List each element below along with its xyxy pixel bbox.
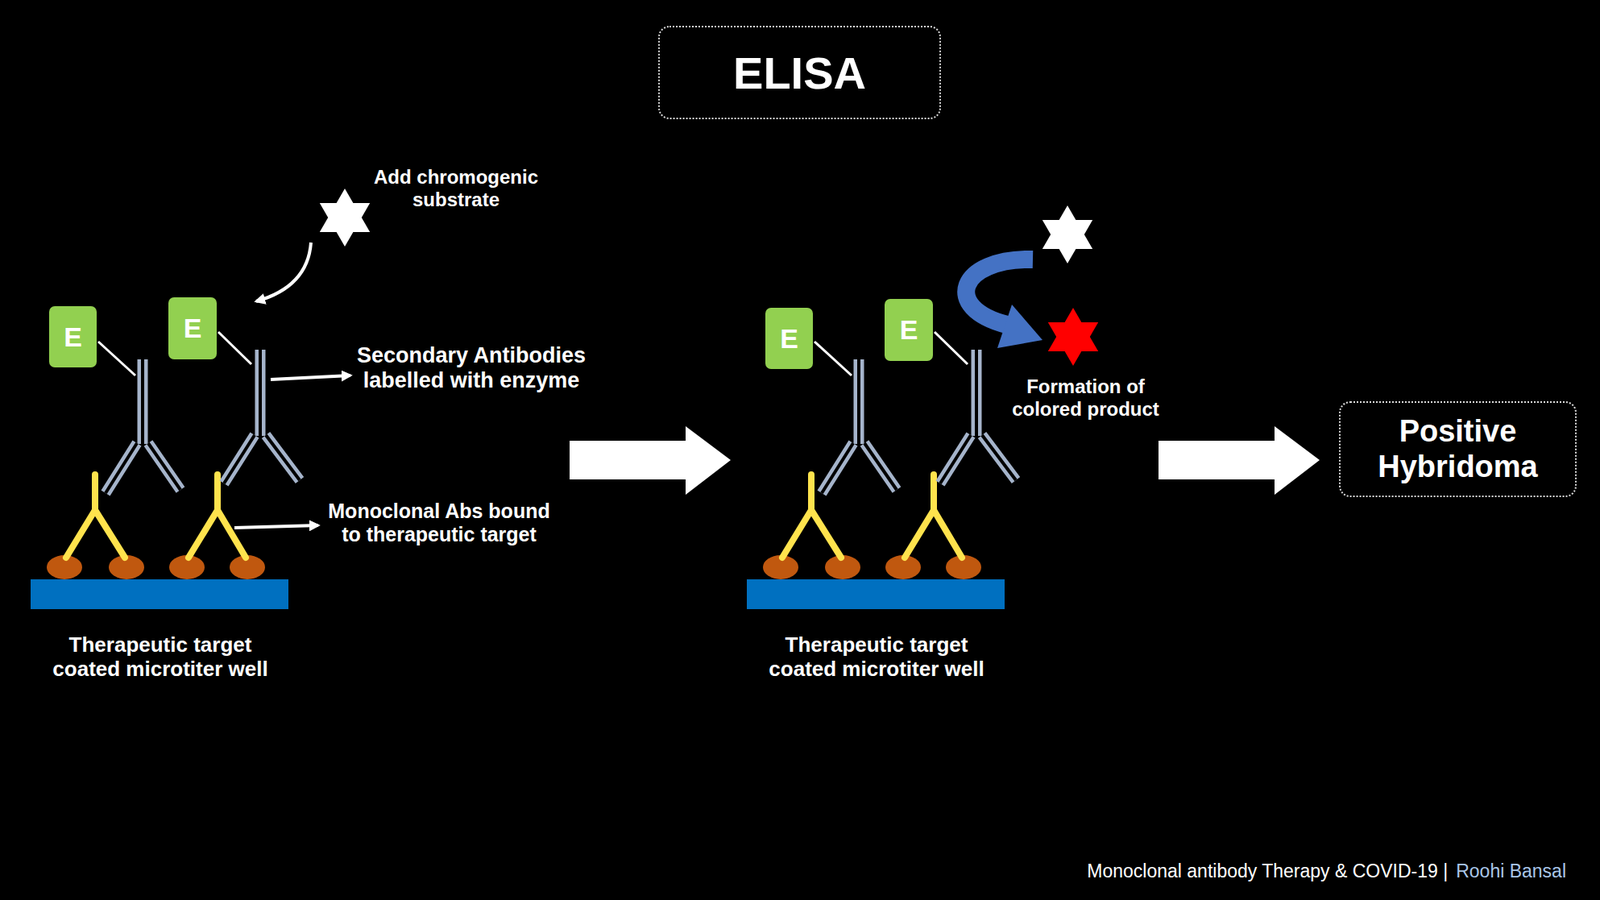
title-box: ELISA	[658, 25, 941, 120]
annotation-label: Secondary Antibodies labelled with enzym…	[342, 343, 601, 394]
substrate-star	[319, 188, 370, 247]
enzyme-tag: E	[884, 298, 933, 361]
substrate-arrow	[256, 242, 311, 302]
elisa-panel	[746, 331, 1016, 610]
annotation-label: Therapeutic target coated microtiter wel…	[42, 633, 278, 682]
node-text: E	[779, 323, 799, 355]
enzyme-tag: E	[168, 297, 217, 360]
block-arrow	[569, 426, 731, 495]
substrate-star	[1042, 205, 1093, 264]
enzyme-tag: E	[49, 306, 97, 368]
title-text: ELISA	[733, 46, 867, 100]
node-text: E	[183, 312, 203, 345]
enzyme-tag: E	[765, 307, 813, 369]
product-star	[1048, 307, 1099, 366]
conversion-arrowhead	[997, 304, 1043, 349]
elisa-panel	[30, 331, 300, 610]
annotation-label: Formation of colored product	[1003, 375, 1169, 420]
node-text: E	[63, 321, 83, 353]
caption-text: Monoclonal antibody Therapy & COVID-19 |	[1086, 860, 1448, 883]
annotation-label: Therapeutic target coated microtiter wel…	[758, 633, 995, 682]
conversion-arrow	[965, 259, 1033, 325]
annotation-label: Add chromogenic substrate	[359, 165, 553, 211]
node-text: E	[899, 314, 919, 346]
node-text: Positive Hybridoma	[1348, 414, 1567, 485]
block-arrow	[1158, 426, 1320, 495]
leader-line	[234, 525, 319, 528]
result-box: Positive Hybridoma	[1338, 401, 1577, 498]
annotation-label: Monoclonal Abs bound to therapeutic targ…	[322, 499, 556, 547]
footer: Monoclonal antibody Therapy & COVID-19 |…	[1086, 860, 1567, 883]
leader-line	[270, 375, 351, 380]
author-credit: Roohi Bansal	[1455, 860, 1567, 883]
